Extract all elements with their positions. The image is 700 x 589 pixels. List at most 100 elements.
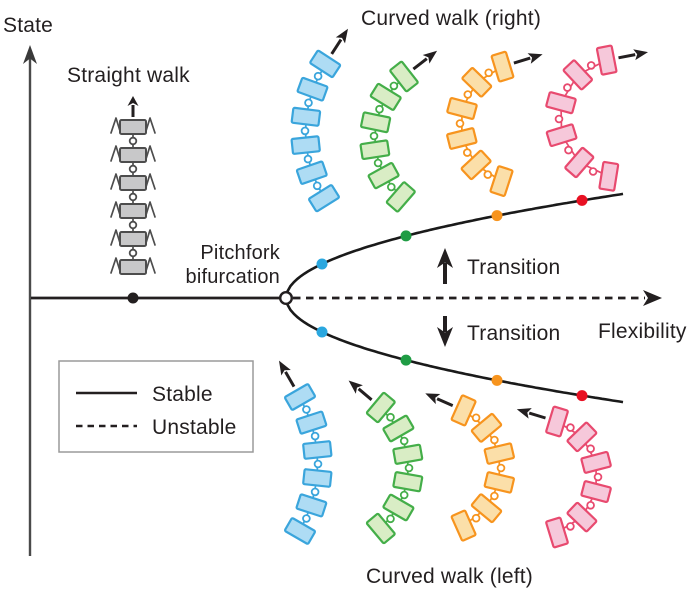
branch-dots: [316, 194, 588, 402]
chain-top-blue: [290, 28, 348, 213]
chain-segment: [446, 127, 478, 150]
chain-segment: [369, 82, 402, 111]
chain-segment: [545, 405, 569, 438]
robot-segment: [119, 231, 147, 247]
state-axis-label: State: [3, 14, 53, 37]
chain-joint-icon: [471, 413, 481, 423]
chain-segment: [367, 161, 400, 190]
chain-segment: [446, 96, 478, 121]
chain-segment: [545, 123, 578, 148]
transition-up-label: Transition: [467, 256, 560, 279]
chain-heading-arrow-icon: [633, 49, 648, 61]
chain-segment: [580, 450, 612, 474]
chain-joint-icon: [313, 71, 323, 81]
chain-joint-icon: [303, 154, 313, 164]
chain-joint-icon: [484, 68, 494, 78]
chain-segment: [392, 471, 424, 493]
chain-segment: [595, 44, 618, 76]
robot-segment: [119, 119, 147, 135]
chain-segment: [483, 442, 515, 465]
legend-stable-label: Stable: [152, 383, 213, 406]
chain-segment: [365, 391, 396, 424]
legend-box: Stable Unstable: [58, 360, 254, 453]
chain-segment: [295, 160, 328, 185]
chain-joint-icon: [302, 514, 311, 523]
chain-joint-icon: [375, 104, 384, 114]
chain-segment: [545, 91, 577, 115]
chain-heading-arrow-shaft: [618, 53, 636, 60]
transition-down-arrow-icon: [437, 327, 453, 347]
chain-joint-icon: [128, 164, 138, 174]
curved-walk-left-title: Curved walk (left): [366, 565, 533, 588]
chain-segment: [562, 59, 593, 91]
chain-segment: [489, 165, 514, 197]
chain-heading-arrow-icon: [335, 28, 348, 44]
chain-heading-arrow-icon: [527, 53, 543, 64]
chain-joint-icon: [386, 514, 395, 524]
chain-joint-icon: [463, 90, 473, 99]
chain-segment: [290, 106, 322, 127]
branch-dot-lower-blue: [316, 326, 328, 338]
chain-segment: [382, 493, 415, 522]
x-axis-arrow-icon: [643, 290, 662, 306]
transition-down-label: Transition: [467, 322, 560, 345]
chain-joint-icon: [404, 463, 414, 473]
chain-heading-arrow-shaft: [528, 411, 546, 420]
chain-joint-icon: [471, 513, 481, 523]
chain-joint-icon: [566, 522, 575, 531]
chain-bottom-orange: [425, 393, 515, 542]
y-axis-arrow-icon: [23, 45, 37, 64]
chain-joint-icon: [312, 181, 322, 191]
chain-segment: [296, 76, 329, 102]
pitchfork-label-line2: bifurcation: [186, 266, 280, 288]
chain-joint-icon: [399, 490, 409, 500]
robot-legs-icon: [145, 257, 156, 274]
robot-legs-icon: [145, 145, 156, 162]
legend-border: [58, 360, 254, 453]
chain-segment: [284, 383, 316, 411]
chain-joint-icon: [373, 158, 383, 168]
pitchfork-label-line1: Pitchfork: [200, 242, 280, 264]
chain-segment: [359, 139, 391, 161]
robot-segment: [119, 175, 147, 191]
robot-segment: [119, 147, 147, 163]
chain-joint-icon: [389, 81, 399, 91]
chain-joint-icon: [586, 500, 595, 510]
robot-legs-icon: [110, 173, 121, 190]
robot-legs-icon: [110, 229, 121, 246]
chain-bottom-green: [348, 380, 424, 545]
branch-lower-curve: [284, 299, 624, 404]
bifurcation-point-circle: [279, 291, 294, 306]
chain-segment: [360, 111, 392, 134]
chain-segment: [302, 468, 333, 488]
robot-legs-icon: [145, 201, 156, 218]
robot-legs-icon: [145, 173, 156, 190]
legend-unstable-label: Unstable: [152, 416, 236, 439]
straight-walk-label: Straight walk: [67, 64, 190, 87]
chain-joint-icon: [564, 145, 573, 155]
chain-segment: [295, 493, 328, 518]
chain-segment: [450, 509, 477, 542]
chain-segment: [450, 394, 477, 427]
robot-legs-icon: [145, 117, 156, 134]
robot-legs-icon: [110, 257, 121, 274]
chain-joint-icon: [496, 463, 506, 473]
chain-joint-icon: [313, 459, 323, 469]
chain-heading-arrow-icon: [422, 50, 438, 64]
branch-dot-lower-orange: [491, 374, 503, 386]
chain-segment: [545, 516, 569, 549]
chain-joint-icon: [386, 182, 396, 192]
chain-joint-icon: [128, 220, 138, 230]
robot-legs-icon: [110, 145, 121, 162]
chain-joint-icon: [300, 126, 310, 136]
straight-walk-fixed-point-dot: [127, 292, 139, 304]
chain-heading-arrow-icon: [425, 393, 441, 405]
chain-joint-icon: [369, 131, 379, 141]
branch-dot-upper-orange: [491, 210, 503, 222]
robot-legs-icon: [110, 117, 121, 134]
chain-segment: [295, 410, 328, 435]
branch-upper-curve: [284, 192, 624, 297]
chain-top-red: [545, 44, 648, 192]
chain-joint-icon: [483, 170, 493, 179]
